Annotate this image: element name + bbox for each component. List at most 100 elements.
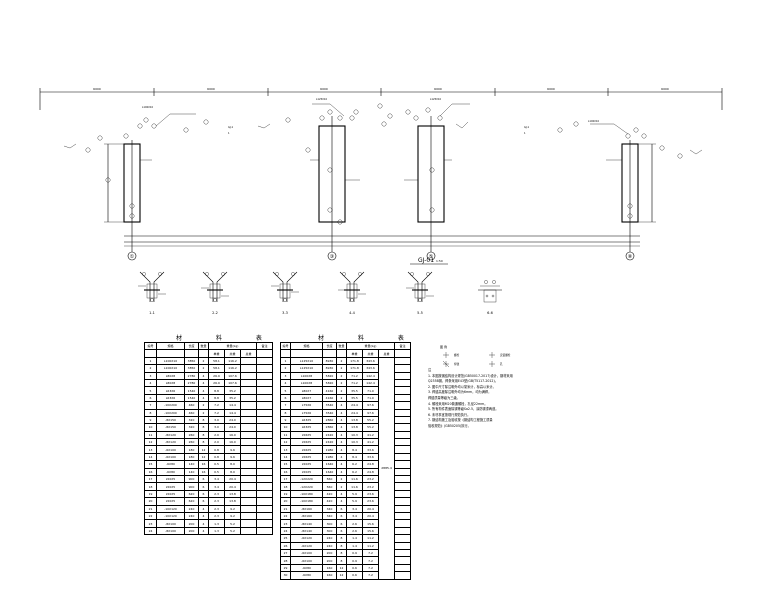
- table-cell: 4: [198, 519, 209, 528]
- table-cell: 0.8: [208, 452, 225, 462]
- table-cell: 420: [322, 489, 337, 499]
- table-cell: 3540: [322, 401, 337, 410]
- top-dimension-line: 6000 6000 6000 6000 6000 6000: [39, 87, 723, 110]
- right-header-remark: 备注: [394, 341, 411, 351]
- table-cell: L100X10: [156, 356, 185, 366]
- table-cell: 14: [144, 452, 157, 462]
- table-cell: 14.4: [224, 401, 241, 410]
- table-cell: 4: [198, 504, 209, 514]
- table-cell: 2780: [184, 378, 199, 388]
- table-cell-sum: [240, 467, 257, 477]
- table-cell: 21: [280, 504, 291, 514]
- left-header-weight: 重量(kg): [208, 341, 257, 351]
- table-cell: 1: [144, 356, 157, 366]
- table-cell: 5.9: [346, 497, 363, 506]
- table-cell: 23.2: [362, 475, 379, 484]
- left-subheader-sum: 总重: [240, 349, 257, 358]
- table-cell: 11.2: [362, 541, 379, 550]
- table-cell: 7: [280, 401, 291, 410]
- table-cell: 160: [322, 563, 337, 573]
- axis-label-4: ⑧: [628, 254, 633, 260]
- table-cell: 35.2: [224, 386, 241, 395]
- table-cell: 107.6: [224, 371, 241, 380]
- table-cell-sum: [240, 519, 257, 528]
- table-cell: 900: [184, 482, 199, 491]
- table-cell: 8.8: [208, 393, 225, 403]
- table-cell: 4: [336, 445, 347, 454]
- table-cell: 9: [280, 415, 291, 425]
- table-cell: 8: [198, 423, 209, 432]
- table-cell-remark: [394, 445, 411, 454]
- right-title-char-1: 材: [318, 335, 327, 342]
- table-cell: 5.2: [224, 526, 241, 536]
- table-cell: 4: [336, 408, 347, 417]
- table-cell: L100X8: [290, 378, 323, 388]
- table-cell-sum: [240, 475, 257, 484]
- table-cell: 19: [280, 489, 291, 499]
- table-cell: -6X80: [156, 467, 185, 477]
- table-cell-sum: [240, 438, 257, 447]
- table-cell: L75X6: [290, 408, 323, 417]
- table-cell: 180: [184, 452, 199, 462]
- table-cell: 0.8: [208, 445, 225, 454]
- table-cell: 23.6: [362, 497, 379, 506]
- table-cell: L80X8: [156, 371, 185, 380]
- table-cell: L50X5: [156, 497, 185, 506]
- table-cell: 15.6: [362, 526, 379, 536]
- table-cell: 7.2: [362, 563, 379, 573]
- table-cell-remark: [394, 541, 411, 550]
- table-cell: 7.2: [208, 401, 225, 410]
- table-cell: 13.8: [224, 497, 241, 506]
- table-cell-remark: [394, 482, 411, 491]
- table-cell-remark: [394, 430, 411, 440]
- table-cell-sum: [240, 415, 257, 425]
- table-cell: 2: [198, 356, 209, 366]
- table-cell: 24: [280, 526, 291, 536]
- table-cell: 26.9: [208, 371, 225, 380]
- table-cell: L63X5: [290, 423, 323, 432]
- table-cell: 23: [280, 519, 291, 528]
- table-cell-remark: [394, 475, 411, 484]
- table-cell: 2.0: [208, 430, 225, 440]
- table-cell: 4: [336, 467, 347, 477]
- table-cell: 13.8: [224, 489, 241, 499]
- table-cell: L100X10: [156, 364, 185, 373]
- right-table-header-row: 编号 规格 长度 数量 重量(kg) 备注: [280, 341, 411, 351]
- table-cell: 2: [336, 386, 347, 395]
- table-cell-remark: [394, 467, 411, 477]
- table-cell: L56X5: [290, 445, 323, 454]
- table-cell: 560: [322, 482, 337, 491]
- table-cell: -6X100: [156, 452, 185, 462]
- table-cell: 142.4: [362, 371, 379, 380]
- table-cell: 0.9: [346, 556, 363, 565]
- table-cell-remark: [394, 401, 411, 410]
- svg-text:1: 1: [524, 131, 526, 135]
- table-cell-remark: [394, 371, 411, 380]
- table-cell: 2: [280, 364, 291, 373]
- table-cell: 1.4: [346, 541, 363, 550]
- table-cell: 20.4: [224, 475, 241, 484]
- table-cell: 620: [184, 489, 199, 499]
- table-cell: 11.6: [346, 482, 363, 491]
- table-cell: 4: [336, 401, 347, 410]
- table-cell: 16: [198, 467, 209, 477]
- table-cell: 16.0: [224, 430, 241, 440]
- table-cell: 13.8: [346, 423, 363, 432]
- table-cell-sum: [240, 371, 257, 380]
- table-cell: 5: [144, 386, 157, 395]
- table-cell: 23.6: [362, 489, 379, 499]
- table-cell: -6X80: [290, 563, 323, 573]
- table-cell: 24.8: [362, 460, 379, 469]
- left-subheader-total: 共重: [224, 349, 241, 358]
- section-label-2: 2-2: [212, 311, 218, 315]
- svg-text:1: 1: [228, 131, 230, 135]
- table-cell: 140: [184, 460, 199, 469]
- table-cell: 3: [280, 371, 291, 380]
- table-cell: 0.6: [346, 571, 363, 580]
